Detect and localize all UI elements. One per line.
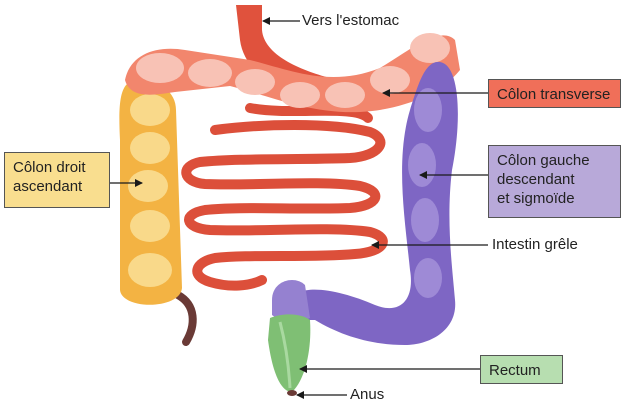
label-colon-gauche: Côlon gauche descendant et sigmoïde bbox=[488, 145, 621, 218]
label-anus: Anus bbox=[350, 386, 384, 404]
small-intestine bbox=[186, 108, 383, 286]
transverse-colon bbox=[125, 33, 460, 112]
label-colon-transverse: Côlon transverse bbox=[488, 79, 621, 108]
appendix bbox=[178, 295, 193, 342]
label-colon-droit: Côlon droit ascendant bbox=[4, 152, 110, 208]
label-intestin-grele: Intestin grêle bbox=[492, 236, 578, 254]
label-rectum: Rectum bbox=[480, 355, 563, 384]
ascending-colon bbox=[119, 80, 182, 305]
label-estomac: Vers l'estomac bbox=[302, 12, 399, 30]
anus-mark bbox=[287, 390, 297, 396]
